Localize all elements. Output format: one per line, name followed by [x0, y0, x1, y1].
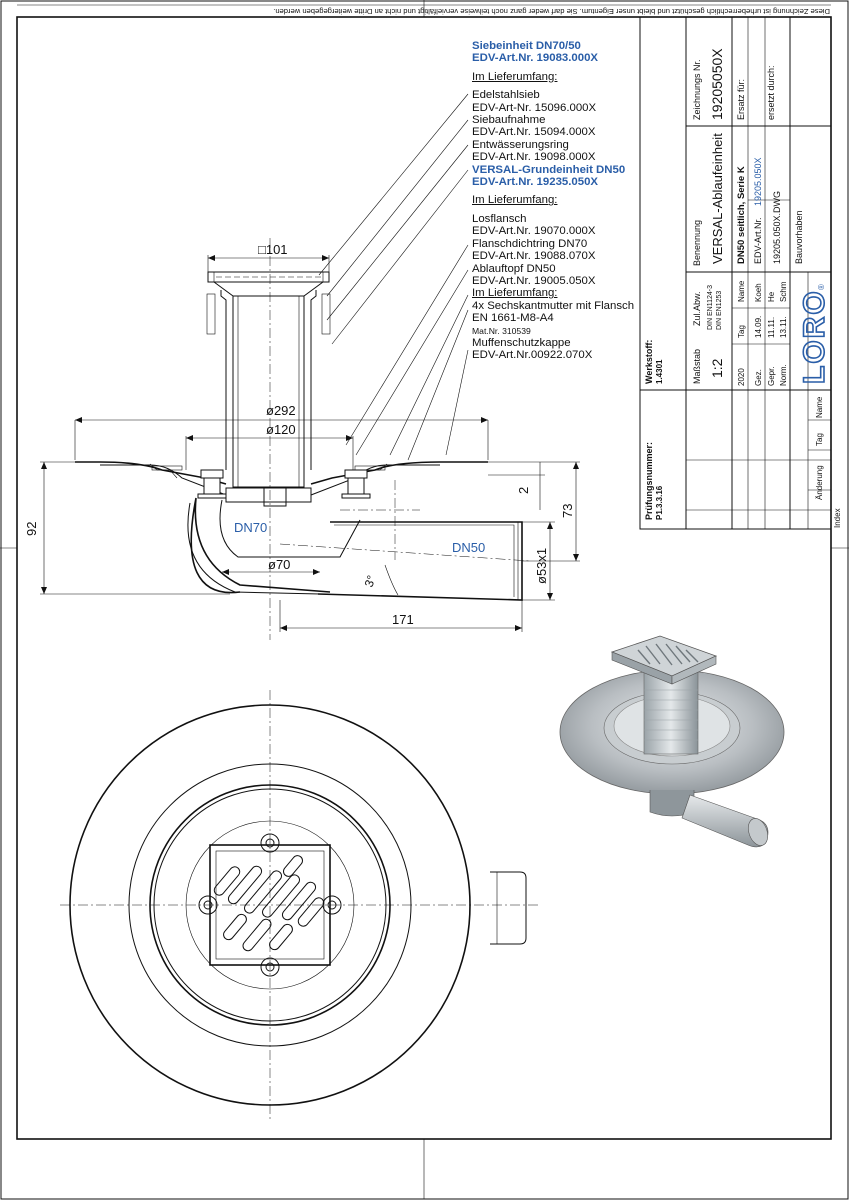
title-block [639, 16, 832, 530]
gez-name: Koeh [754, 283, 763, 302]
parts-line-13: Losflansch [472, 212, 527, 225]
norm-name: Schm [779, 281, 788, 302]
parts-line-23: Muffenschutzkappe [472, 336, 571, 349]
pruef-value: P1.3.3.16 [655, 485, 664, 520]
zeichnung-label: Zeichnungs Nr. [692, 59, 702, 120]
plan-view [60, 690, 540, 1120]
parts-list: Siebeinheit DN70/50 EDV-Art.Nr. 19083.00… [472, 40, 672, 362]
dwg-file: 19205.050X.DWG [772, 191, 782, 264]
row-gez: Gez. [754, 369, 763, 386]
parts-line-1: Siebeinheit DN70/50 [472, 40, 581, 52]
dim-length-171: 171 [392, 612, 414, 627]
parts-line-17: Ablauftopf DN50 [472, 262, 556, 275]
parts-line-21: EN 1661-M8-A4 [472, 312, 554, 325]
logo-reg-mark: ® [817, 284, 826, 290]
ersetzt-label: ersetzt durch: [766, 65, 776, 120]
header-name: Name [737, 280, 746, 302]
parts-line-14: EDV-Art.Nr. 19070.000X [472, 225, 596, 238]
zeichnung-value: 19205050X [709, 48, 725, 120]
benennung-value: VERSAL-Ablaufeinheit [710, 133, 725, 264]
header-tag: Tag [737, 325, 746, 338]
dimensions [40, 255, 580, 632]
row-norm: Norm. [779, 364, 788, 386]
benennung-label: Benennung [692, 220, 702, 266]
parts-line-3: Im Lieferumfang: [472, 70, 558, 83]
year: 2020 [737, 368, 746, 386]
dim-height-73: 73 [560, 504, 575, 518]
dim-diameter-292: ø292 [266, 403, 296, 418]
parts-line-22: Mat.Nr. 310539 [472, 325, 531, 336]
loro-logo: LORO [798, 289, 831, 384]
parts-line-8: Entwässerungsring [472, 138, 569, 151]
parts-line-18: EDV-Art.Nr. 19005.050X [472, 274, 596, 287]
ersatz-label: Ersatz für: [736, 79, 746, 120]
parts-line-20: 4x Sechskantmutter mit Flansch [472, 299, 635, 312]
rev-change: Änderung [815, 465, 824, 500]
gez-tag: 14.09. [754, 316, 763, 338]
massstab-label: Maßstab [692, 349, 702, 384]
parts-line-11: EDV-Art.Nr. 19235.050X [472, 176, 599, 189]
rev-tag: Tag [815, 433, 824, 446]
section-view [75, 238, 531, 640]
parts-line-19: Im Lieferumfang: [472, 287, 558, 300]
zul-norm1: DIN EN1124-3 [707, 285, 714, 330]
parts-line-4: Edelstahlsieb [472, 89, 540, 102]
parts-line-16: EDV-Art.Nr. 19088.070X [472, 250, 596, 263]
dim-angle-3: 3° [362, 573, 379, 589]
dim-diameter-70: ø70 [268, 557, 290, 572]
werk-label: Werkstoff: [644, 340, 654, 384]
zul-label: Zul.Abw. [692, 291, 702, 326]
product-3d-rendering [559, 635, 785, 848]
werk-value: 1.4301 [655, 359, 664, 384]
copyright-notice: Diese Zeichnung ist urheberrechtlich ges… [273, 7, 830, 16]
parts-line-9: EDV-Art.Nr. 19098.000X [472, 151, 596, 164]
parts-line-7: EDV-Art.Nr. 15094.000X [472, 126, 596, 139]
pruef-label: Prüfungsnummer: [644, 442, 654, 520]
edv-value: 19205.050X [753, 157, 763, 206]
norm-tag: 13.11. [779, 316, 788, 338]
edv-prefix: EDV-Art.Nr. [753, 217, 763, 264]
parts-line-15: Flanschdichtring DN70 [472, 237, 588, 250]
dim-thickness-2: 2 [516, 487, 531, 494]
label-dn50: DN50 [452, 540, 485, 555]
row-gepr: Gepr. [767, 366, 776, 386]
parts-line-12: Im Lieferumfang: [472, 194, 558, 207]
massstab-value: 1:2 [709, 358, 725, 378]
dim-diameter-120: ø120 [266, 422, 296, 437]
dim-pipe-53: ø53x1 [534, 548, 549, 584]
leader-lines [318, 93, 469, 461]
bauvorhaben: Bauvorhaben [794, 210, 804, 264]
subtitle: DN50 seitlich, Serie K [736, 166, 747, 264]
rev-index: Index [833, 508, 842, 528]
parts-line-10: VERSAL-Grundeinheit DN50 [472, 163, 626, 176]
label-dn70: DN70 [234, 520, 267, 535]
gepr-name: He [767, 291, 776, 302]
parts-line-6: Siebaufnahme [472, 114, 546, 127]
parts-line-2: EDV-Art.Nr. 19083.000X [472, 52, 599, 65]
parts-line-24: EDV-Art.Nr.00922.070X [472, 349, 593, 362]
parts-line-5: EDV-Art-Nr. 15096.000X [472, 101, 597, 114]
rev-name: Name [815, 396, 824, 418]
gepr-tag: 11.11. [767, 317, 776, 338]
zul-norm2: DIN EN1253 [716, 291, 723, 330]
dim-square-101: □101 [258, 242, 288, 257]
dim-height-92: 92 [24, 522, 39, 536]
